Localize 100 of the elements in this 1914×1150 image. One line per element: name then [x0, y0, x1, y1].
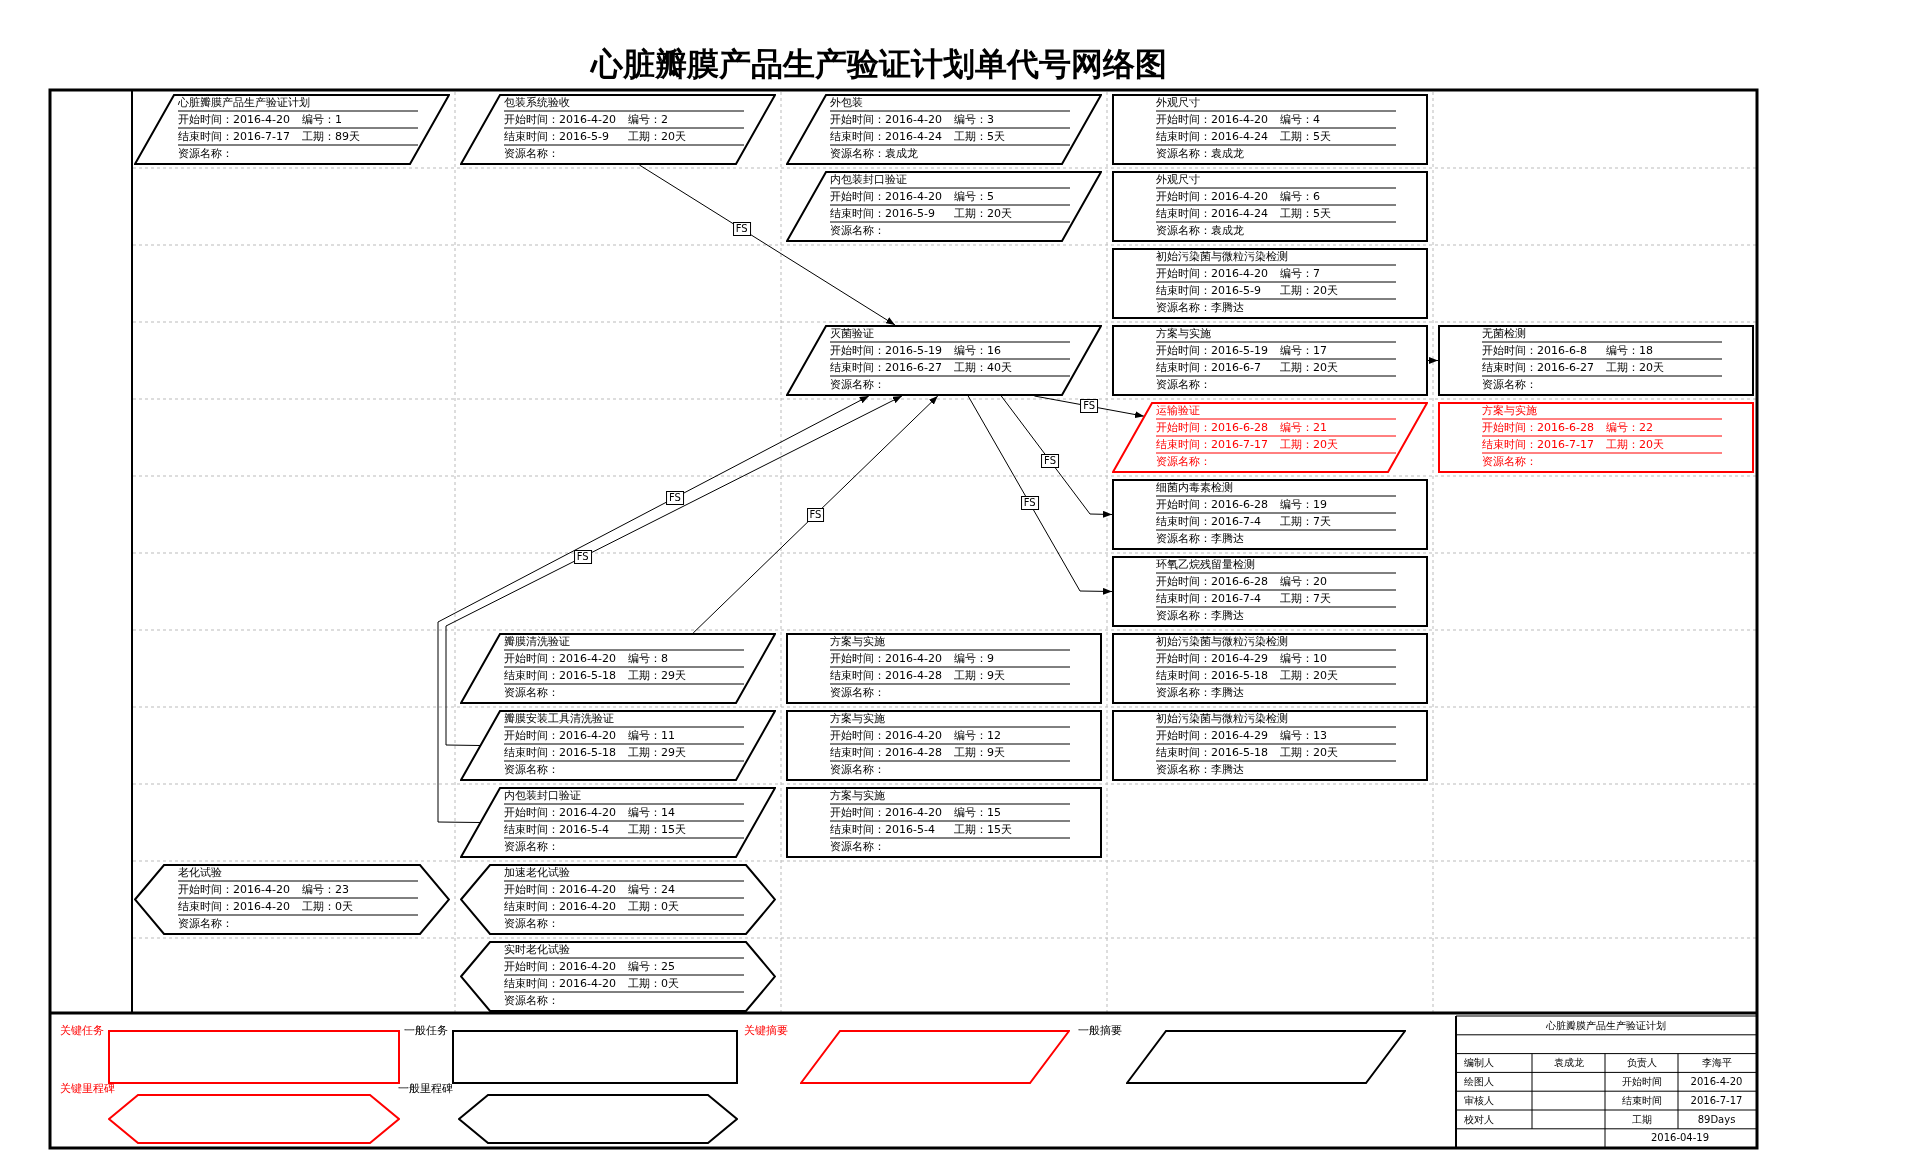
edge-label: FS	[665, 490, 684, 505]
start-date: 开始时间：2016-4-20	[504, 882, 616, 898]
task-name: 瓣膜清洗验证	[504, 634, 570, 650]
start-date: 开始时间：2016-4-20	[830, 651, 942, 667]
start-date: 开始时间：2016-4-20	[178, 882, 290, 898]
task-number: 编号：19	[1280, 497, 1327, 513]
task-number: 编号：16	[954, 343, 1001, 359]
resource-name: 资源名称：	[504, 685, 559, 701]
task-card	[1112, 710, 1428, 781]
field-value: 袁成龙	[1553, 1057, 1584, 1070]
start-date: 开始时间：2016-4-20	[1156, 112, 1268, 128]
milestone-card	[460, 864, 776, 935]
end-date: 结束时间：2016-5-4	[504, 822, 609, 838]
start-date: 开始时间：2016-4-29	[1156, 728, 1268, 744]
resource-name: 资源名称：	[1156, 454, 1211, 470]
milestone-card	[134, 864, 450, 935]
duration: 工期：5天	[1280, 129, 1331, 145]
start-date: 开始时间：2016-5-19	[1156, 343, 1268, 359]
end-date: 结束时间：2016-7-4	[1156, 514, 1261, 530]
task-number: 编号：18	[1606, 343, 1653, 359]
task-number: 编号：6	[1280, 189, 1320, 205]
legend-label: 一般里程碑	[398, 1082, 453, 1095]
end-date: 结束时间：2016-5-9	[830, 206, 935, 222]
summary-task-card	[786, 94, 1102, 165]
end-date: 结束时间：2016-4-24	[1156, 129, 1268, 145]
task-card	[786, 710, 1102, 781]
start-date: 开始时间：2016-6-28	[1156, 420, 1268, 436]
end-date: 结束时间：2016-5-18	[504, 745, 616, 761]
field-label: 审核人	[1464, 1094, 1494, 1107]
task-number: 编号：23	[302, 882, 349, 898]
legend-label: 一般摘要	[1078, 1024, 1122, 1037]
task-name: 外观尺寸	[1156, 95, 1200, 111]
task-name: 初始污染菌与微粒污染检测	[1156, 634, 1288, 650]
task-number: 编号：3	[954, 112, 994, 128]
task-number: 编号：24	[628, 882, 675, 898]
end-date: 结束时间：2016-4-20	[504, 976, 616, 992]
duration: 工期：0天	[628, 899, 679, 915]
resource-name: 资源名称：	[830, 762, 885, 778]
connector-arrow	[437, 395, 870, 823]
task-name: 无菌检测	[1482, 326, 1526, 342]
field-value: 2016-4-20	[1690, 1075, 1743, 1088]
resource-name: 资源名称：	[1156, 377, 1211, 393]
resource-name: 资源名称：	[178, 146, 233, 162]
resource-name: 资源名称：	[504, 146, 559, 162]
start-date: 开始时间：2016-4-20	[504, 728, 616, 744]
edge-label: FS	[732, 222, 751, 236]
resource-name: 资源名称：李腾达	[1156, 685, 1244, 701]
field-value: 89Days	[1697, 1113, 1736, 1126]
task-number: 编号：12	[954, 728, 1001, 744]
task-name: 外观尺寸	[1156, 172, 1200, 188]
field-label: 开始时间	[1621, 1075, 1662, 1088]
task-name: 环氧乙烷残留量检测	[1156, 557, 1255, 573]
end-date: 结束时间：2016-6-7	[1156, 360, 1261, 376]
start-date: 开始时间：2016-4-20	[178, 112, 290, 128]
duration: 工期：0天	[628, 976, 679, 992]
task-number: 编号：22	[1606, 420, 1653, 436]
duration: 工期：15天	[954, 822, 1012, 838]
resource-name: 资源名称：	[830, 685, 885, 701]
task-card	[786, 787, 1102, 858]
end-date: 结束时间：2016-7-17	[178, 129, 290, 145]
connector-arrow	[445, 395, 903, 746]
task-name: 包装系统验收	[504, 95, 570, 111]
duration: 工期：9天	[954, 668, 1005, 684]
resource-name: 资源名称：李腾达	[1156, 762, 1244, 778]
end-date: 结束时间：2016-4-28	[830, 745, 942, 761]
task-card	[1438, 325, 1754, 396]
resource-name: 资源名称：	[830, 839, 885, 855]
task-number: 编号：11	[628, 728, 675, 744]
resource-name: 资源名称：	[1482, 454, 1537, 470]
duration: 工期：20天	[1280, 360, 1338, 376]
start-date: 开始时间：2016-6-28	[1156, 497, 1268, 513]
start-date: 开始时间：2016-4-20	[830, 189, 942, 205]
task-name: 方案与实施	[830, 634, 885, 650]
resource-name: 资源名称：袁成龙	[1156, 223, 1244, 239]
summary-task-card	[460, 633, 776, 704]
end-date: 结束时间：2016-6-27	[830, 360, 942, 376]
duration: 工期：20天	[1280, 437, 1338, 453]
task-card	[1112, 633, 1428, 704]
end-date: 结束时间：2016-7-17	[1482, 437, 1594, 453]
summary-task-card	[134, 94, 450, 165]
summary-task-card	[1112, 402, 1428, 473]
start-date: 开始时间：2016-4-20	[830, 805, 942, 821]
connector-arrow	[1033, 395, 1145, 418]
task-name: 方案与实施	[830, 711, 885, 727]
end-date: 结束时间：2016-5-9	[1156, 283, 1261, 299]
duration: 工期：40天	[954, 360, 1012, 376]
start-date: 开始时间：2016-4-20	[504, 805, 616, 821]
summary-task-card	[460, 94, 776, 165]
edge-label: FS	[806, 507, 825, 522]
task-name: 加速老化试验	[504, 865, 570, 881]
field-label: 工期	[1631, 1113, 1652, 1126]
task-name: 实时老化试验	[504, 942, 570, 958]
end-date: 结束时间：2016-5-4	[830, 822, 935, 838]
connector-arrow	[638, 164, 896, 326]
summary-task-card	[786, 171, 1102, 242]
duration: 工期：29天	[628, 668, 686, 684]
end-date: 结束时间：2016-4-24	[1156, 206, 1268, 222]
connector-arrow	[1427, 357, 1439, 364]
milestone-card	[460, 941, 776, 1012]
end-date: 结束时间：2016-4-20	[178, 899, 290, 915]
